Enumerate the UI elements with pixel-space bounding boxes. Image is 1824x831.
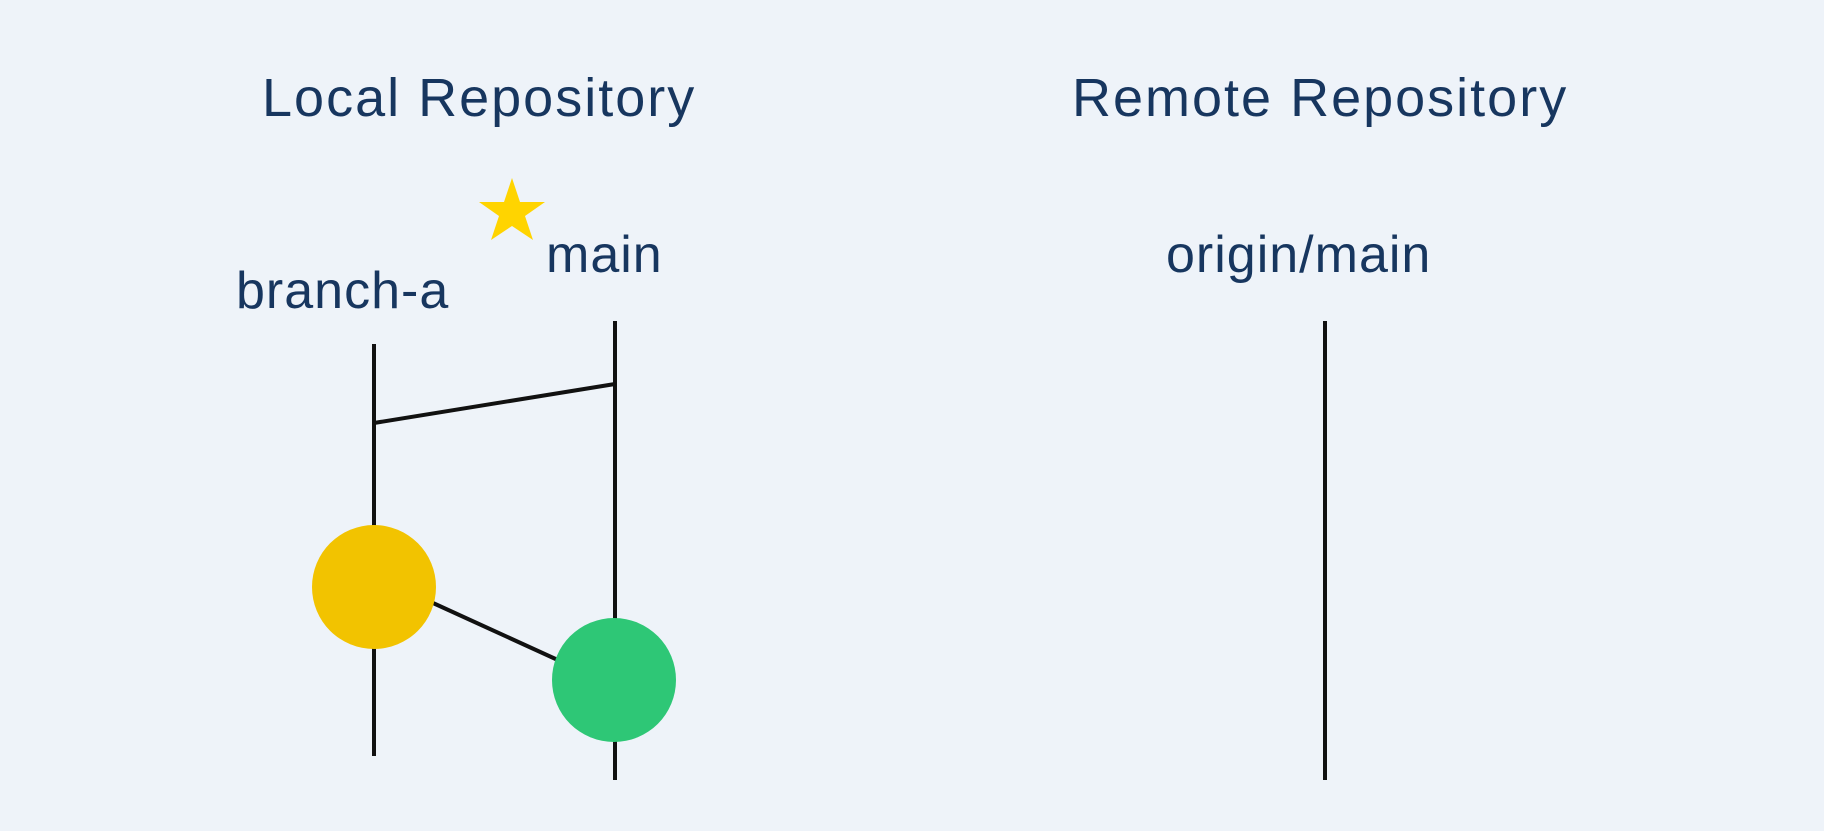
remote-repository-heading: Remote Repository xyxy=(1072,68,1568,128)
star-icon xyxy=(479,178,545,240)
main-commit-node xyxy=(552,618,676,742)
local-repository-heading: Local Repository xyxy=(262,68,696,128)
branch-a-label: branch-a xyxy=(236,262,449,320)
branch-point-connector xyxy=(373,382,616,425)
origin-main-label: origin/main xyxy=(1166,226,1431,284)
branch-a-commit-node xyxy=(312,525,436,649)
main-branch-label: main xyxy=(546,226,663,284)
commit-connector xyxy=(432,601,561,663)
